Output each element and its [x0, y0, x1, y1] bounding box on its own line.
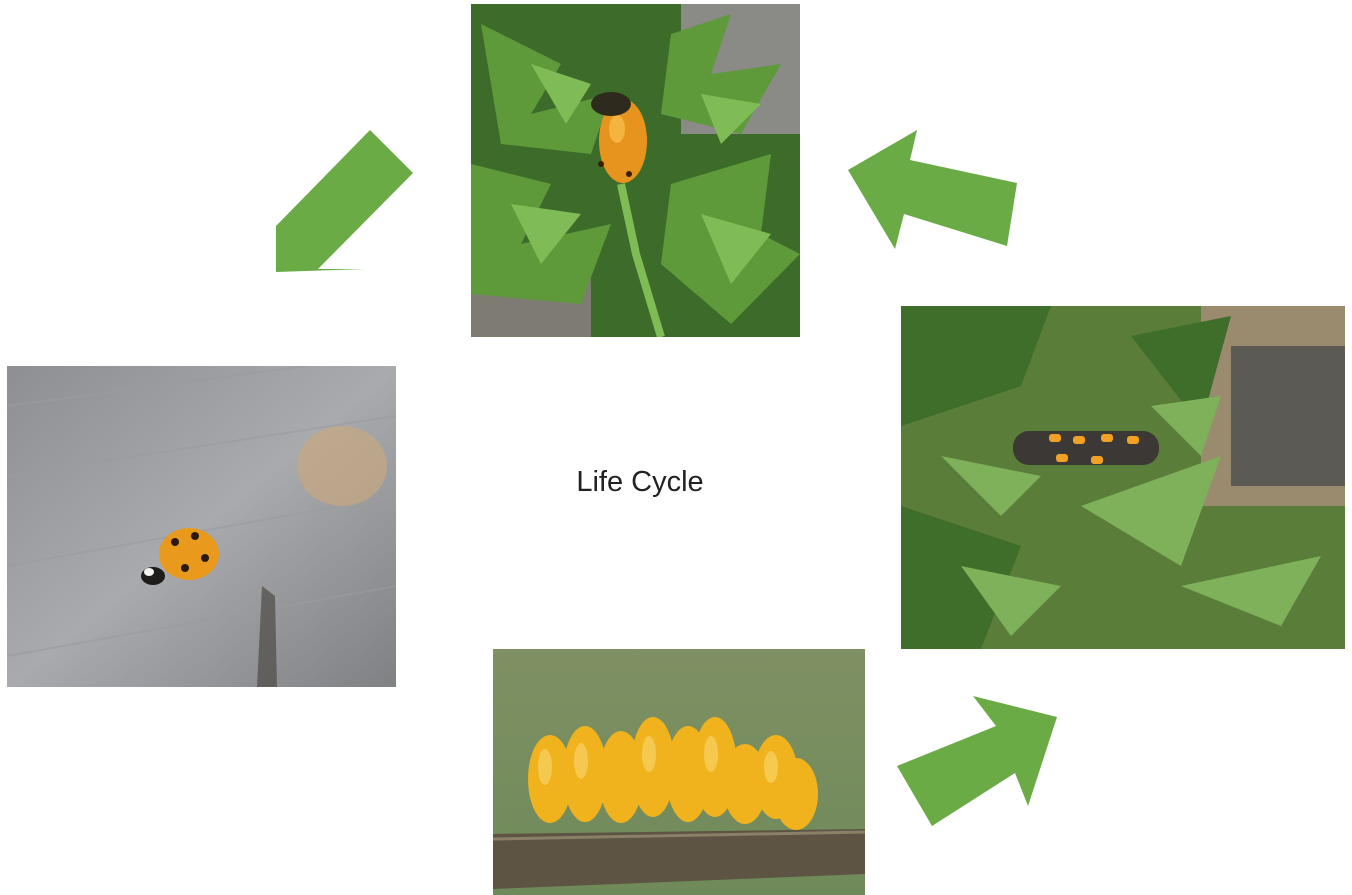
- cycle-arrow-icon: [845, 125, 1023, 251]
- diagram-title: Life Cycle: [540, 466, 740, 499]
- pupa-photo: [471, 4, 800, 337]
- cycle-arrow-icon: [270, 125, 420, 275]
- eggs-photo: [493, 649, 865, 895]
- larva-photo: [901, 306, 1345, 649]
- adult-ladybug-photo: [7, 366, 396, 687]
- cycle-arrow-icon: [895, 690, 1060, 830]
